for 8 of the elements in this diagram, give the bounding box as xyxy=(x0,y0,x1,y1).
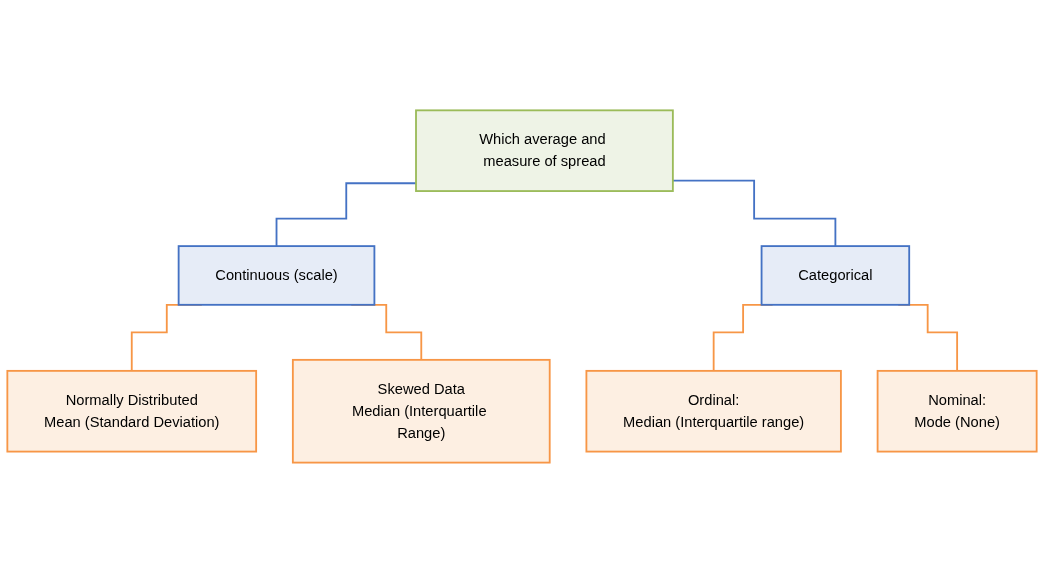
node-box: Nominal: Mode (None) xyxy=(876,369,1038,453)
connector xyxy=(275,181,417,247)
node-box: Which average and measure of spread xyxy=(415,108,674,192)
node-box: Normally Distributed Mean (Standard Deviation) xyxy=(6,369,258,453)
node-box: Continuous (scale) xyxy=(177,244,376,306)
node-box: Categorical xyxy=(760,244,911,306)
node-box: Skewed Data Median (Interquartile Range) xyxy=(291,358,551,464)
node-box: Ordinal: Median (Interquartile range) xyxy=(585,369,842,453)
